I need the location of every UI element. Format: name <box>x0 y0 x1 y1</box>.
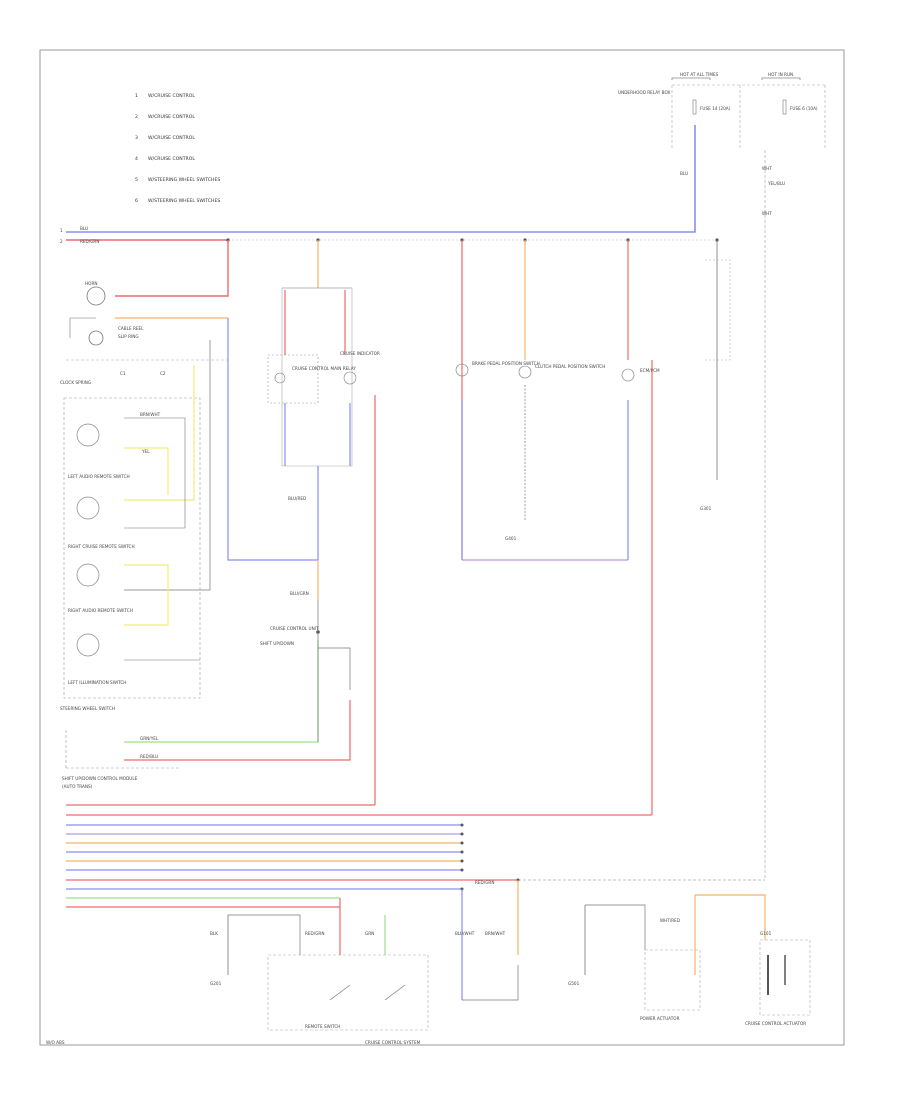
connector-c2: C2 <box>160 371 166 376</box>
clock-spring-label: CLOCK SPRING <box>60 380 91 385</box>
wire-label-brnwht-b: BRN/WHT <box>485 931 506 936</box>
clutch-switch-label: CLUTCH PEDAL POSITION SWITCH <box>535 364 605 369</box>
ground-g501-label: G501 <box>568 981 580 986</box>
shift-module-label: SHIFT UP/DOWN CONTROL MODULE <box>62 776 138 781</box>
wire-label-redblu: RED/BLU <box>140 754 158 759</box>
brake-switch-label: BRAKE PEDAL POSITION SWITCH <box>472 361 540 366</box>
shift-label: SHIFT UP/DOWN <box>260 641 294 646</box>
wire-label-wht-2: WHT <box>762 211 772 216</box>
switch-4-label: LEFT ILLUMINATION SWITCH <box>68 680 126 685</box>
ground-g401-label: G401 <box>505 536 517 541</box>
legend-text-5: W/STEERING WHEEL SWITCHES <box>148 177 220 183</box>
cruise-main-relay: CRUISE CONTROL MAIN RELAY CRUISE INDICAT… <box>66 240 380 806</box>
cable-reel-label: CABLE REEL <box>118 326 144 331</box>
hot-in-run-label: HOT IN RUN <box>768 72 793 77</box>
wire-label-bundle: RED/GRN <box>475 880 494 885</box>
wire-label-blu-top: BLU <box>680 171 688 176</box>
legend-num-1: 1 <box>135 93 138 99</box>
diagram-frame <box>39 49 845 1046</box>
ground-g101-label: G101 <box>760 931 772 936</box>
wire-label-yelblu: YEL/BLU <box>767 181 785 186</box>
legend-num-4: 4 <box>135 156 138 162</box>
legend-text-1: W/CRUISE CONTROL <box>148 93 195 99</box>
underhood-fuse-box: HOT AT ALL TIMES HOT IN RUN UNDERHOOD RE… <box>618 72 826 216</box>
power-actuator-label: POWER ACTUATOR <box>640 1016 680 1021</box>
slip-ring-label: SLIP RING <box>118 334 139 339</box>
steering-wheel-switch-label: STEERING WHEEL SWITCH <box>60 706 115 711</box>
legend-text-6: W/STEERING WHEEL SWITCHES <box>148 198 220 204</box>
legend-text-2: W/CRUISE CONTROL <box>148 114 195 120</box>
power-rails: BLU RED/GRN 1 2 <box>60 125 766 880</box>
horn-label: HORN <box>85 281 98 286</box>
wire-label-grnyel: GRN/YEL <box>140 736 159 741</box>
indicator-label: CRUISE INDICATOR <box>340 351 380 356</box>
rail-num-2: 2 <box>60 239 63 244</box>
rail-num-1: 1 <box>60 228 63 233</box>
fuse-14-label: FUSE 14 (20A) <box>700 106 731 111</box>
switch-3-label: RIGHT AUDIO REMOTE SWITCH <box>68 608 133 613</box>
wire-label-redgrn-b: RED/GRN <box>305 931 324 936</box>
legend-num-3: 3 <box>135 135 138 141</box>
wire-label-blured: BLU/RED <box>288 496 306 501</box>
remote-switch-label: REMOTE SWITCH <box>305 1024 340 1029</box>
wire-label-wht-top: WHT <box>762 166 772 171</box>
legend-num-6: 6 <box>135 198 138 204</box>
ecm-label: ECM/PCM <box>640 368 660 373</box>
relay-box-label: UNDERHOOD RELAY BOX <box>618 90 671 95</box>
wire-label-brnwht: BRN/WHT <box>140 412 161 417</box>
legend-num-5: 5 <box>135 177 138 183</box>
switch-2-label: RIGHT CRUISE REMOTE SWITCH <box>68 544 135 549</box>
fuse-6-label: FUSE 6 (10A) <box>790 106 818 111</box>
wire-label-grn-b: GRN <box>365 931 374 936</box>
wire-bundle: RED/GRN <box>66 823 765 908</box>
actuator-label: CRUISE CONTROL ACTUATOR <box>745 1021 806 1026</box>
rail-label-blu: BLU <box>80 226 88 231</box>
ground-g201-label: G201 <box>210 981 222 986</box>
steering-wheel-switches: HORN CABLE REEL SLIP RING C1 C2 CLOCK SP… <box>60 240 351 789</box>
legend: 1 W/CRUISE CONTROL 2 W/CRUISE CONTROL 3 … <box>135 93 220 204</box>
wire-label-bluwht: BLU/WHT <box>455 931 475 936</box>
connector-c1: C1 <box>120 371 126 376</box>
legend-text-3: W/CRUISE CONTROL <box>148 135 195 141</box>
wire-label-yel: YEL <box>141 449 150 454</box>
legend-text-4: W/CRUISE CONTROL <box>148 156 195 162</box>
ground-g301-label: G301 <box>700 506 712 511</box>
switch-1-label: LEFT AUDIO REMOTE SWITCH <box>68 474 130 479</box>
bottom-components: BLK RED/GRN GRN REMOTE SWITCH G201 BLU/W… <box>46 880 811 1045</box>
pedal-switches: BRAKE PEDAL POSITION SWITCH CLUTCH PEDAL… <box>66 240 731 816</box>
wire-label-blugrn: BLU/GRN <box>290 591 309 596</box>
corner-label: W/O ABS <box>46 1040 65 1045</box>
diagram-subtitle: CRUISE CONTROL SYSTEM <box>365 1040 421 1045</box>
steering-switch-box <box>63 397 201 699</box>
rail-label-redgrn: RED/GRN <box>80 239 99 244</box>
wire-label-whtred: WHT/RED <box>660 918 680 923</box>
relay-label: CRUISE CONTROL MAIN RELAY <box>292 366 356 371</box>
cruise-unit-label: CRUISE CONTROL UNIT <box>270 626 319 631</box>
shift-module-sublabel: (AUTO TRANS) <box>62 784 93 789</box>
wire-label-blk-1: BLK <box>210 931 218 936</box>
legend-num-2: 2 <box>135 114 138 120</box>
hot-at-all-times-label: HOT AT ALL TIMES <box>680 72 719 77</box>
